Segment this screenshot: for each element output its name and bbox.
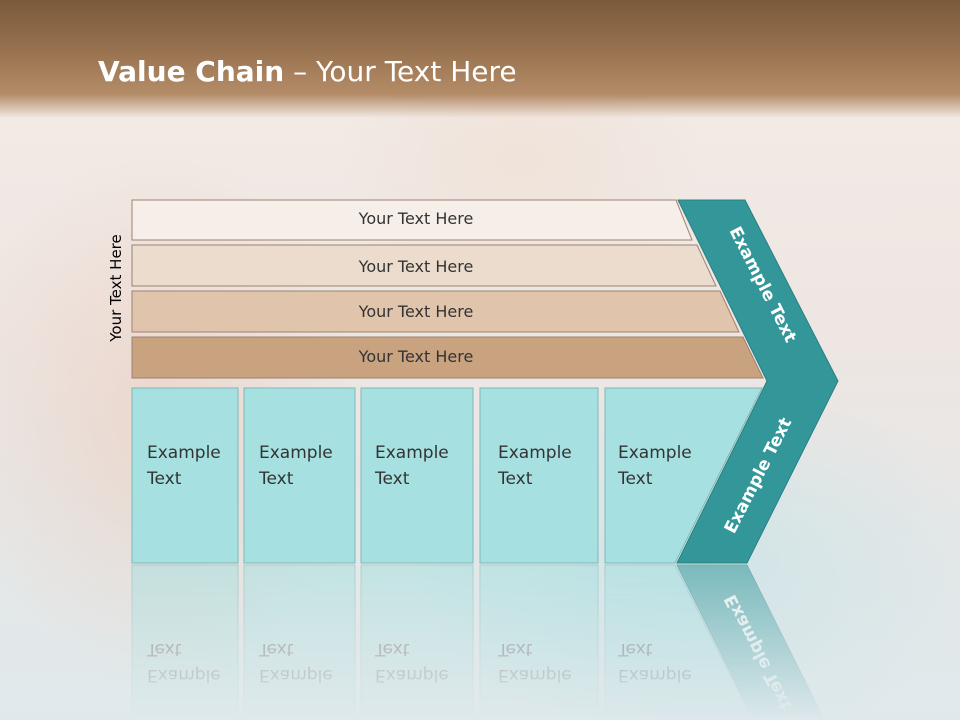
box-5-reflection-line1: Example (618, 665, 692, 685)
page-title: Value Chain – Your Text Here (98, 55, 517, 88)
box-4 (479, 387, 599, 564)
box-5 (604, 387, 763, 564)
box-2-line1: Example (259, 443, 333, 463)
box-1-reflection (131, 564, 239, 720)
bar-3 (131, 290, 740, 333)
box-5-line2: Text (617, 469, 653, 489)
box-1-line1: Example (147, 443, 221, 463)
box-4-line1: Example (498, 443, 572, 463)
box-2 (243, 387, 356, 564)
bar-3-label: Your Text Here (358, 302, 474, 321)
box-3-line1: Example (375, 443, 449, 463)
box-5-line1: Example (618, 443, 692, 463)
box-2-reflection-line2: Text (258, 639, 294, 659)
chevron-reflection (676, 564, 826, 720)
box-4-reflection-line1: Example (498, 665, 572, 685)
title-bold: Value Chain (98, 55, 285, 88)
box-3-reflection (360, 564, 474, 720)
box-5-reflection-line2: Text (617, 639, 653, 659)
box-4-reflection-line2: Text (497, 639, 533, 659)
bar-4-label: Your Text Here (358, 347, 474, 366)
box-1 (131, 387, 239, 564)
bar-2 (131, 244, 717, 287)
box-2-line2: Text (258, 469, 294, 489)
box-4-line2: Text (497, 469, 533, 489)
bars-group: Your Text Here Your Text Here Your Text … (131, 199, 764, 379)
box-2-reflection-line1: Example (259, 665, 333, 685)
bar-1 (131, 199, 693, 241)
box-3 (360, 387, 474, 564)
box-1-reflection-line1: Example (147, 665, 221, 685)
bar-1-label: Your Text Here (358, 209, 474, 228)
chevron-shape (676, 199, 839, 564)
box-3-line2: Text (374, 469, 410, 489)
reflection: Example Text Example Text Example Text E… (131, 564, 826, 720)
header-banner (0, 0, 960, 118)
box-2-reflection (243, 564, 356, 720)
box-1-line2: Text (146, 469, 182, 489)
box-4-reflection (479, 564, 599, 720)
title-rest: – Your Text Here (284, 55, 517, 88)
box-3-reflection-line1: Example (375, 665, 449, 685)
box-3-reflection-line2: Text (374, 639, 410, 659)
boxes-group: Example Text Example Text Example Text E… (131, 387, 763, 564)
bar-2-label: Your Text Here (358, 257, 474, 276)
box-5-reflection (604, 564, 753, 720)
bar-4 (131, 336, 764, 379)
box-1-reflection-line2: Text (146, 639, 182, 659)
